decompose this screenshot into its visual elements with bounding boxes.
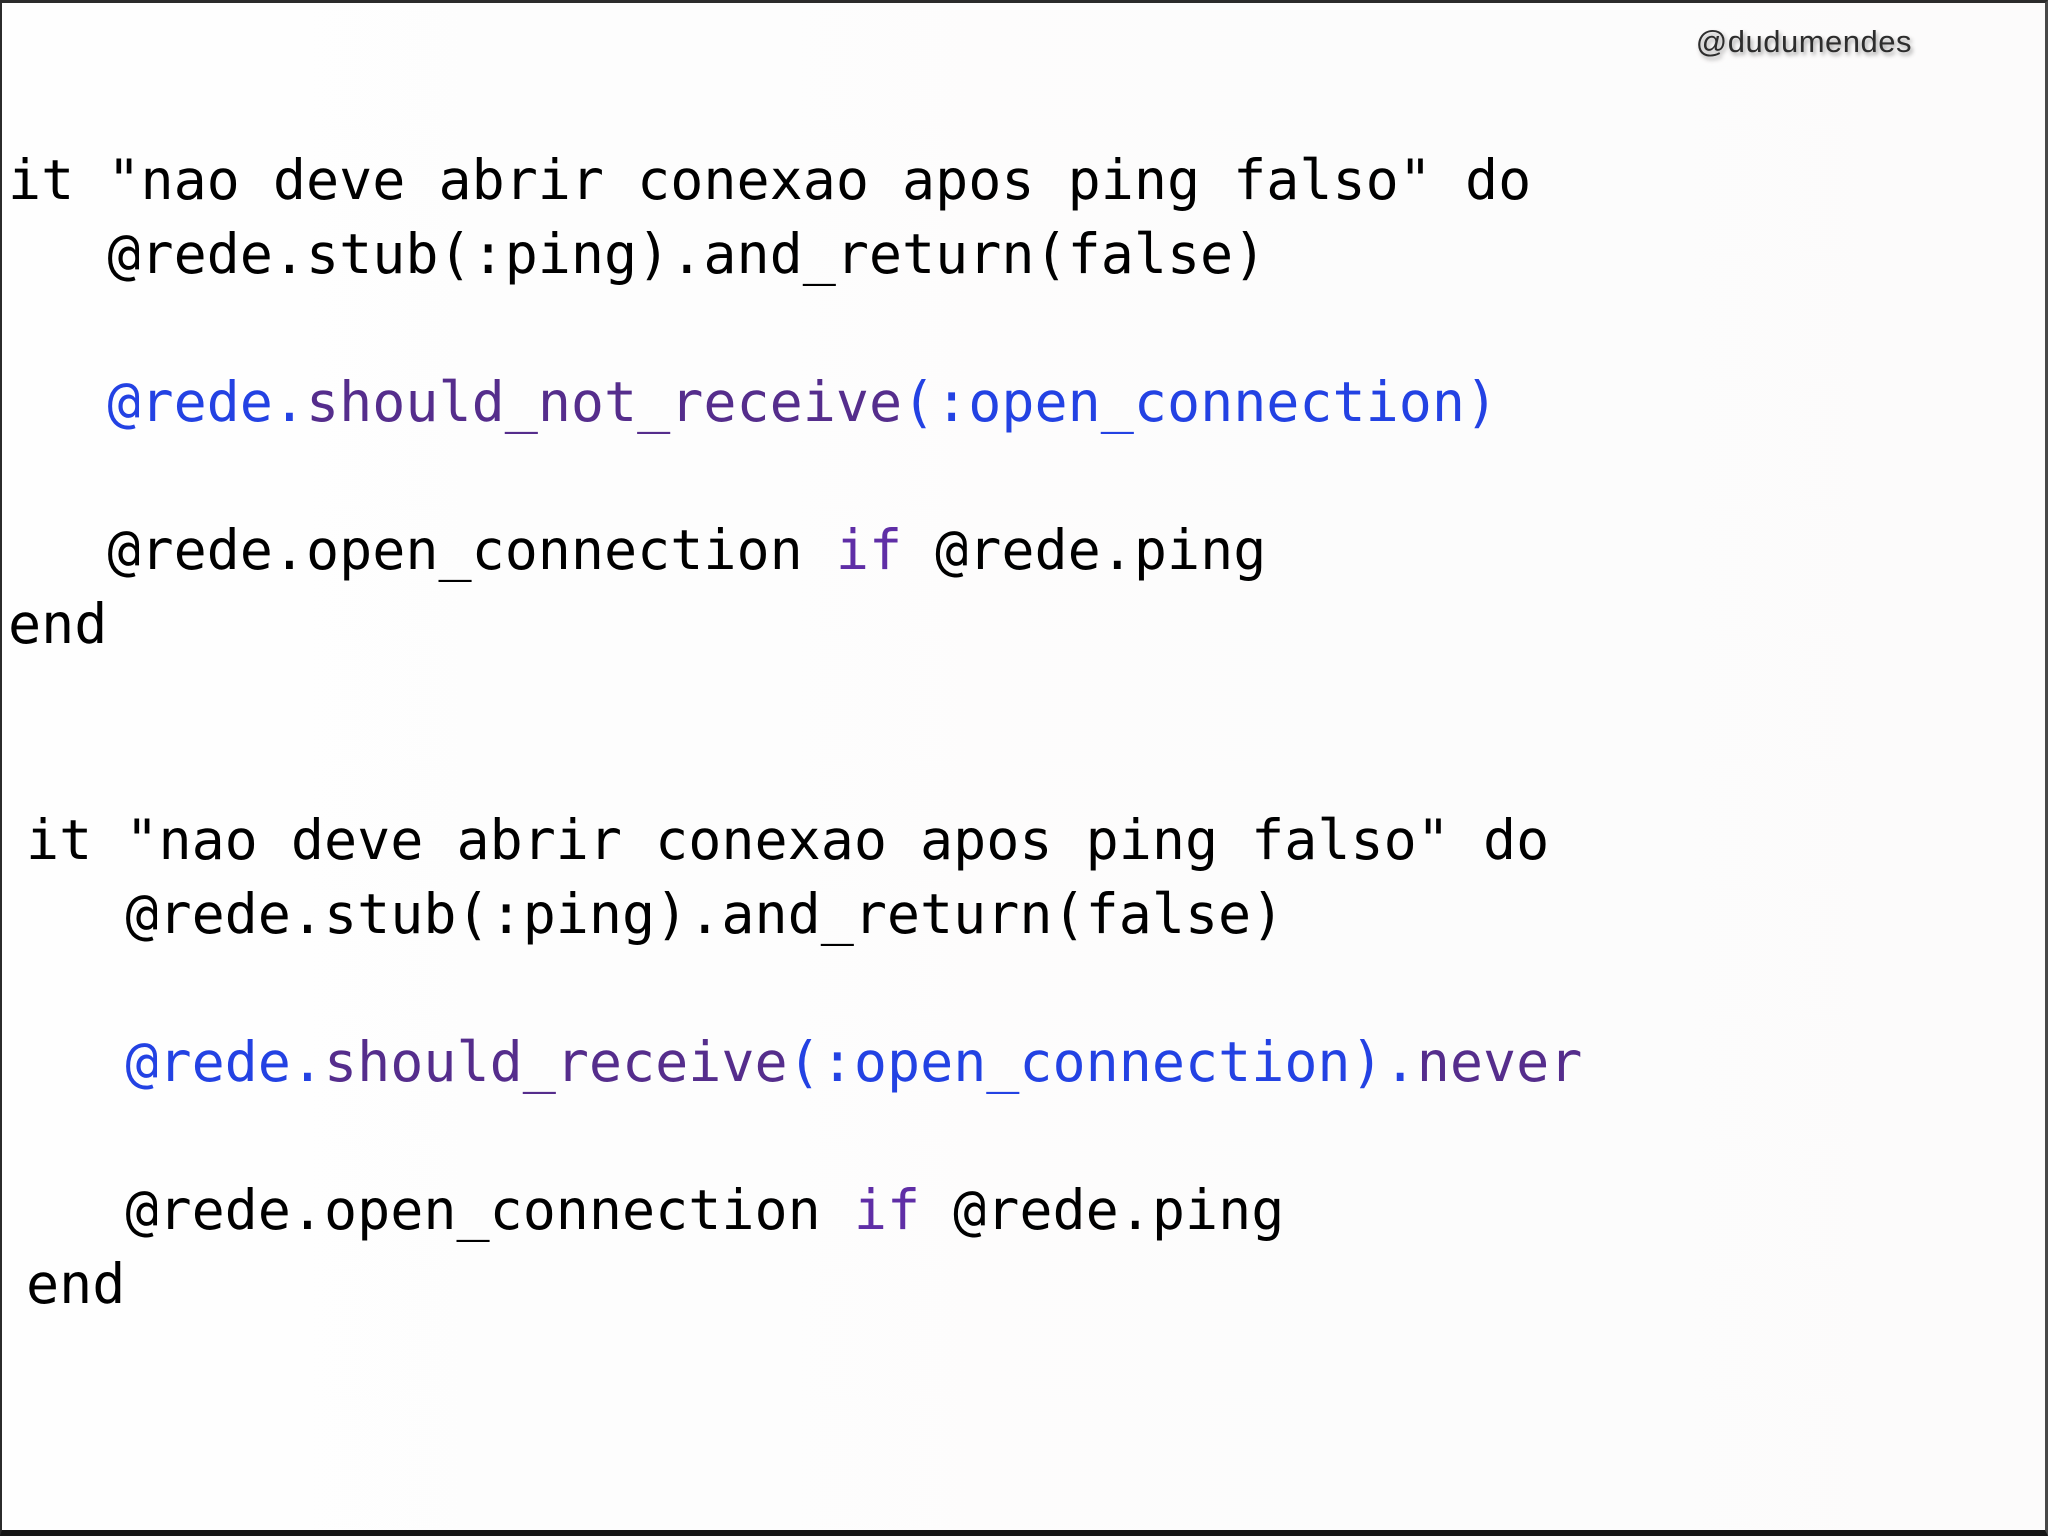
code-segment: it "nao deve abrir conexao apos ping fal… xyxy=(26,808,1550,872)
code-segment: should_receive xyxy=(324,1030,788,1094)
code-segment: if xyxy=(853,1178,921,1242)
code-segment: @rede.ping xyxy=(902,518,1267,582)
code-line xyxy=(26,951,1582,1025)
code-line: @rede.stub(:ping).and_return(false) xyxy=(26,877,1582,951)
watermark: @dudumendes xyxy=(1695,24,1912,59)
code-line: @rede.stub(:ping).and_return(false) xyxy=(8,217,1531,291)
code-line xyxy=(26,1099,1582,1173)
code-segment xyxy=(26,1030,125,1094)
code-segment: @rede.open_connection xyxy=(26,1178,854,1242)
code-segment: end xyxy=(26,1252,126,1316)
code-line: @rede.should_not_receive(:open_connectio… xyxy=(8,365,1531,439)
code-line: @rede.open_connection if @rede.ping xyxy=(8,513,1531,587)
code-segment: @rede. xyxy=(125,1030,325,1094)
code-line: end xyxy=(26,1247,1582,1321)
code-block-should-receive-never: it "nao deve abrir conexao apos ping fal… xyxy=(26,803,1582,1321)
code-segment: @rede. xyxy=(107,370,307,434)
code-line: end xyxy=(8,587,1531,661)
code-segment: @rede.stub(:ping).and_return(false) xyxy=(8,222,1267,286)
code-segment: should_not_receive xyxy=(306,370,903,434)
code-segment: @rede.ping xyxy=(920,1178,1285,1242)
code-segment xyxy=(8,370,107,434)
code-segment: it "nao deve abrir conexao apos ping fal… xyxy=(8,148,1532,212)
code-line: it "nao deve abrir conexao apos ping fal… xyxy=(26,803,1582,877)
code-line xyxy=(8,291,1531,365)
code-line: @rede.open_connection if @rede.ping xyxy=(26,1173,1582,1247)
code-line xyxy=(8,439,1531,513)
code-segment: (:open_connection). xyxy=(787,1030,1417,1094)
code-segment: (:open_connection) xyxy=(902,370,1499,434)
code-segment: if xyxy=(835,518,903,582)
code-segment: never xyxy=(1416,1030,1583,1094)
code-line: @rede.should_receive(:open_connection).n… xyxy=(26,1025,1582,1099)
code-segment: @rede.open_connection xyxy=(8,518,836,582)
code-segment: @rede.stub(:ping).and_return(false) xyxy=(26,882,1285,946)
code-block-should-not-receive: it "nao deve abrir conexao apos ping fal… xyxy=(8,143,1531,661)
code-segment: end xyxy=(8,592,108,656)
code-line: it "nao deve abrir conexao apos ping fal… xyxy=(8,143,1531,217)
